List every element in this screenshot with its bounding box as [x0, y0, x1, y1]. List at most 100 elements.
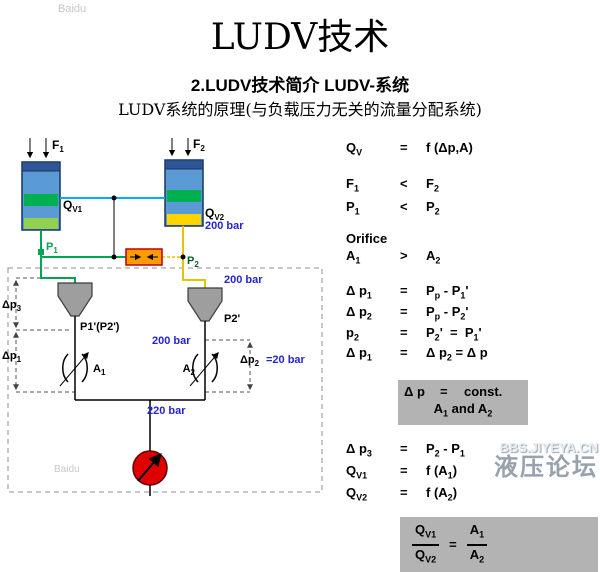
subscript: 2 — [434, 332, 440, 343]
delta-p2-measure — [205, 339, 253, 393]
subscript: V1 — [425, 529, 437, 540]
equation-operator: = — [400, 441, 408, 457]
equation-rhs: f (Δp,A) — [426, 140, 473, 155]
equation-rhs: const. — [464, 383, 503, 399]
label-qv1: QV1 — [63, 198, 83, 214]
subscript: 2 — [479, 554, 485, 565]
equation-operator: = — [400, 324, 408, 340]
cylinder-right — [164, 159, 204, 227]
label-p2-prime: P2' — [224, 313, 240, 325]
equation-rhs: f (A1) — [426, 462, 458, 481]
orifice-a1 — [59, 352, 89, 387]
subscript: V1 — [356, 470, 368, 481]
subscript: 1 — [366, 290, 372, 301]
pipe-p1-green — [38, 230, 126, 283]
equation-row: Δ p1=Δ p2 = Δ p — [346, 345, 598, 366]
orifice-a2 — [189, 352, 219, 387]
equation-rhs: Pp - P2' — [426, 303, 469, 322]
watermark-site-url: BBS.JIYEYA.CN — [499, 440, 599, 455]
equation-operator: > — [400, 247, 408, 263]
equation-operator: = — [400, 303, 408, 319]
fraction-denominator: QV2 — [415, 546, 437, 565]
subscript: p — [434, 311, 441, 322]
equation-operator: < — [400, 175, 408, 191]
equation-lhs: A1 — [346, 247, 361, 266]
pump-line — [75, 399, 205, 496]
equation-lhs: Δ p2 — [346, 303, 372, 322]
label-f2: F2 — [193, 137, 205, 153]
equation-header: Orifice — [346, 230, 388, 246]
subscript: p — [434, 290, 441, 301]
subscript: 1 — [443, 408, 449, 419]
pressure-label-220: 220 bar — [147, 405, 186, 417]
equation-rhs: F2 — [426, 175, 439, 194]
label-dp2: Δp2 — [240, 354, 260, 368]
load-force-f1-arrows — [26, 138, 50, 159]
label-dp3: Δp3 — [2, 299, 22, 313]
equation-row: QV1 = f (A1) — [346, 463, 598, 484]
label-p2: P2 — [187, 255, 199, 269]
subscript: 2 — [366, 311, 372, 322]
subscript: 1 — [355, 255, 361, 266]
pressure-label-200-low: 200 bar — [152, 335, 191, 347]
equation-operator: = — [400, 283, 408, 299]
subscript: 1 — [459, 448, 465, 459]
equation-rhs: Δ p2 = Δ p — [426, 345, 488, 363]
equation-lhs: Δ p1 — [346, 345, 372, 363]
ls-line-cyan — [60, 195, 165, 257]
subscript: 2 — [460, 311, 466, 322]
subscript: 1 — [366, 352, 372, 363]
equation-row: Δ p3=P2 - P1 — [346, 441, 598, 462]
subscript: 3 — [366, 448, 372, 459]
subscript: 2 — [487, 408, 493, 419]
subscript: 1 — [353, 183, 359, 194]
hydraulic-schematic: F1 F2 QV1 QV2 P1 P2 P1'(P2') P2' A1 A2 Δ… — [2, 137, 323, 496]
pressure-label-20: =20 bar — [266, 354, 306, 366]
equation-row: Δ p1=Pp - P1' — [346, 283, 598, 304]
fraction-denominator: A2 — [469, 546, 485, 565]
pressure-compensator-left — [57, 282, 93, 400]
slide-subtitle: 2.LUDV技术简介 LUDV-系统 — [190, 76, 410, 95]
watermark-top-left: Baidu — [58, 3, 87, 15]
subscript: V2 — [356, 492, 368, 503]
equation-operator: = — [400, 462, 408, 478]
equation-lhs: P1 — [346, 199, 360, 217]
equation-rhs: A2 — [426, 247, 441, 266]
equation-row: Δ p2 = Pp - P2' — [346, 304, 598, 325]
subscript: 1 — [473, 332, 479, 343]
equation-rhs: P2 — [426, 199, 440, 217]
pipe-p2-yellow — [162, 226, 206, 288]
subscript: 2 — [446, 352, 452, 363]
equation-row: P1<P2 — [346, 199, 598, 220]
equation-row: F1 < F2 — [346, 176, 598, 197]
p1-node — [38, 249, 44, 255]
subscript: 1 — [479, 529, 485, 540]
equation-lhs: Δ p1 — [346, 283, 372, 301]
subscript: 2 — [447, 492, 453, 503]
equation-box-line1: Δ p=const. — [404, 384, 522, 399]
subscript: 2 — [435, 255, 441, 266]
subscript: 1 — [460, 290, 466, 301]
subscript: V2 — [425, 554, 437, 565]
fraction-numerator: QV1 — [412, 522, 440, 546]
shuttle-valve — [125, 248, 163, 266]
equation-lhs: F1 — [346, 175, 359, 194]
equation-box-line2: A1 and A2 — [433, 400, 493, 419]
equation-rhs: f (A2) — [426, 484, 458, 503]
equation-operator: = — [400, 484, 408, 500]
equation-lhs: Δ p3 — [346, 441, 372, 459]
equation-lhs: QV1 — [346, 462, 368, 481]
cylinder-left — [21, 161, 61, 231]
watermark-site-name: 液压论坛 — [494, 453, 598, 481]
equation-operator: = — [449, 537, 457, 553]
delta-p3-measure — [13, 277, 72, 331]
system-boundary-box — [7, 267, 323, 493]
delta-p1-measure — [13, 331, 75, 393]
label-a2: A2 — [183, 363, 196, 377]
pressure-compensator-right — [187, 287, 223, 400]
subscript: 1 — [354, 206, 360, 217]
equation-row: A1 > A2 — [346, 248, 598, 269]
